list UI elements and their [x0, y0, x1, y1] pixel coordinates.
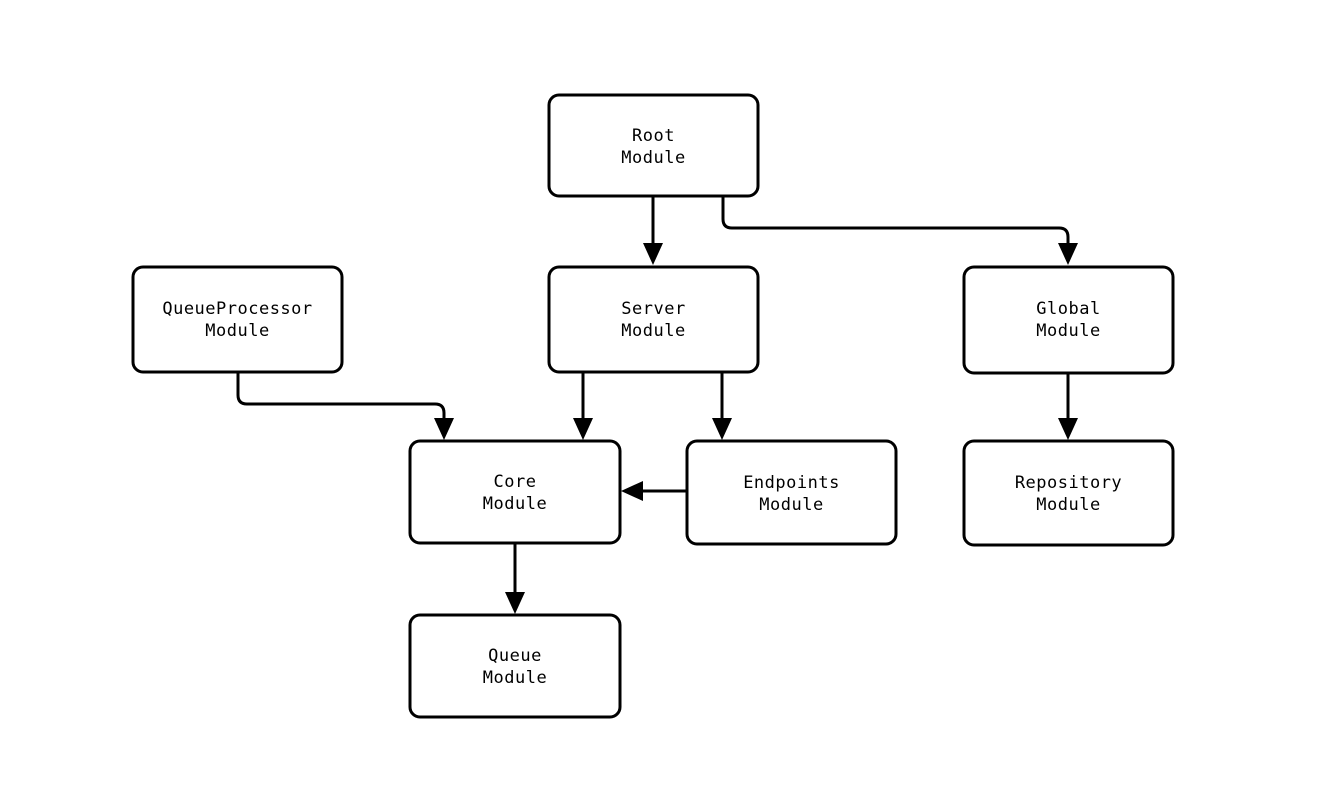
- node-endpoints-module[interactable]: Endpoints Module: [685, 439, 898, 546]
- node-endpoints-module-box[interactable]: [685, 439, 898, 546]
- node-server-module[interactable]: Server Module: [547, 265, 760, 374]
- edge-global-repository: [1058, 373, 1078, 440]
- edge-root-global: [721, 196, 1078, 265]
- edge-server-core: [573, 372, 593, 440]
- node-queueprocessor-module[interactable]: QueueProcessor Module: [131, 265, 344, 374]
- node-root-module-label-line2: Module: [621, 148, 685, 168]
- node-global-module-box[interactable]: [962, 265, 1175, 375]
- node-repository-module-label-line2: Module: [1036, 495, 1100, 515]
- edge-root-server: [643, 196, 663, 265]
- node-core-module-box[interactable]: [408, 439, 622, 545]
- node-repository-module-box[interactable]: [962, 439, 1175, 547]
- edge-core-queue: [505, 543, 525, 614]
- node-queue-module-box[interactable]: [408, 613, 622, 719]
- node-queue-module-label-line1: Queue: [488, 646, 542, 666]
- node-endpoints-module-label-line2: Module: [759, 495, 823, 515]
- edge-root-global-arrowhead: [1058, 243, 1078, 265]
- node-queue-module-label-line2: Module: [483, 668, 547, 688]
- edge-queueprocessor-core: [236, 372, 454, 440]
- edge-server-endpoints: [712, 372, 732, 440]
- node-queueprocessor-module-label-line1: QueueProcessor: [162, 299, 312, 319]
- node-server-module-box[interactable]: [547, 265, 760, 374]
- node-server-module-label-line1: Server: [621, 299, 685, 319]
- node-root-module-label-line1: Root: [632, 126, 675, 146]
- node-endpoints-module-label-line1: Endpoints: [743, 473, 840, 493]
- edge-server-core-arrowhead: [573, 418, 593, 440]
- node-layer: Root Module QueueProcessor Module Server…: [131, 93, 1175, 719]
- edge-queueprocessor-core-arrowhead: [434, 418, 454, 440]
- node-repository-module-label-line1: Repository: [1015, 473, 1122, 493]
- node-queueprocessor-module-box[interactable]: [131, 265, 344, 374]
- node-root-module-box[interactable]: [547, 93, 760, 198]
- edge-endpoints-core: [621, 481, 687, 501]
- edge-queueprocessor-core-line: [236, 372, 446, 425]
- node-server-module-label-line2: Module: [621, 321, 685, 341]
- node-core-module[interactable]: Core Module: [408, 439, 622, 545]
- node-root-module[interactable]: Root Module: [547, 93, 760, 198]
- node-global-module-label-line1: Global: [1036, 299, 1100, 319]
- node-core-module-label-line2: Module: [483, 494, 547, 514]
- node-repository-module[interactable]: Repository Module: [962, 439, 1175, 547]
- node-queue-module[interactable]: Queue Module: [408, 613, 622, 719]
- edge-layer: [236, 196, 1078, 614]
- edge-global-repository-arrowhead: [1058, 418, 1078, 440]
- edge-core-queue-arrowhead: [505, 592, 525, 614]
- edge-root-global-line: [721, 196, 1070, 250]
- edge-server-endpoints-arrowhead: [712, 418, 732, 440]
- node-global-module-label-line2: Module: [1036, 321, 1100, 341]
- edge-endpoints-core-arrowhead: [621, 481, 643, 501]
- node-queueprocessor-module-label-line2: Module: [205, 321, 269, 341]
- edge-root-server-arrowhead: [643, 243, 663, 265]
- node-global-module[interactable]: Global Module: [962, 265, 1175, 375]
- node-core-module-label-line1: Core: [494, 472, 537, 492]
